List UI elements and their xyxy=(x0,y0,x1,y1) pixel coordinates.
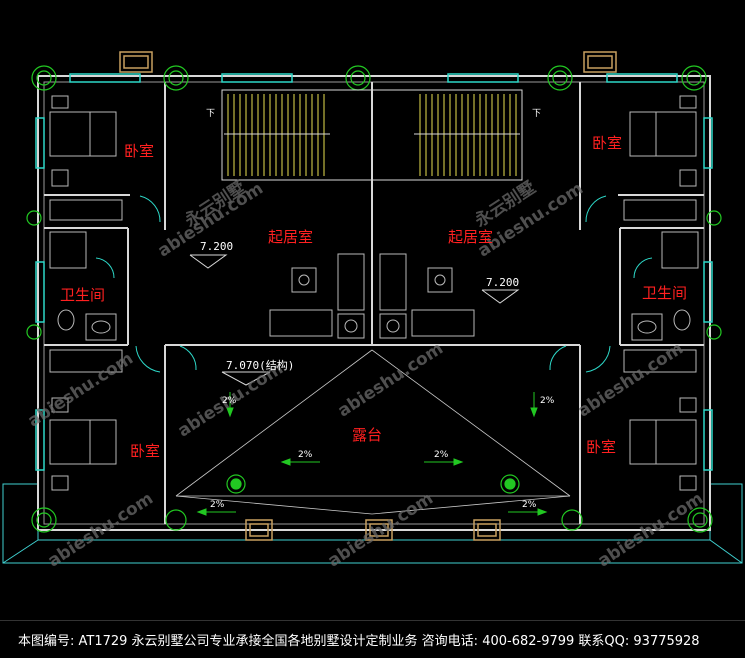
terrace-drainage xyxy=(175,349,571,515)
slope-label: 2% xyxy=(222,396,237,406)
slope-label: 2% xyxy=(540,396,555,406)
bedroom-furniture xyxy=(49,95,697,491)
stair-down-label: 下 xyxy=(532,109,542,119)
room-label-living: 起居室 xyxy=(448,228,494,246)
elevation-label: 7.200 xyxy=(200,240,234,253)
planters xyxy=(245,519,501,541)
stairs-right xyxy=(371,89,523,181)
room-label-bathroom: 卫生间 xyxy=(642,284,688,302)
bathroom-fixtures xyxy=(49,231,699,341)
room-label-bedroom: 卧室 xyxy=(592,134,623,152)
room-label-bedroom: 卧室 xyxy=(124,142,155,160)
elevation-label: 7.070(结构) xyxy=(226,359,295,372)
floor-plan xyxy=(2,51,743,564)
slope-label: 2% xyxy=(210,500,225,510)
room-label-bedroom: 卧室 xyxy=(586,438,617,456)
slope-label: 2% xyxy=(522,500,537,510)
room-label-living: 起居室 xyxy=(268,228,314,246)
slope-label: 2% xyxy=(434,450,449,460)
stairs-left xyxy=(221,89,373,181)
interior-walls xyxy=(44,82,704,524)
door-swings xyxy=(95,195,653,373)
top-vents xyxy=(119,51,617,73)
windows xyxy=(35,73,713,471)
room-label-bathroom: 卫生间 xyxy=(60,286,106,304)
elevation-label: 7.200 xyxy=(486,276,520,289)
living-furniture xyxy=(269,253,475,339)
slope-arrows xyxy=(196,392,548,516)
footer-text: 本图编号: AT1729 永云别墅公司专业承接全国各地别墅设计定制业务 咨询电话… xyxy=(18,634,700,649)
elevation-marks xyxy=(189,254,520,386)
slope-label: 2% xyxy=(298,450,313,460)
stair-down-label: 下 xyxy=(206,109,216,119)
footer-bar: 本图编号: AT1729 永云别墅公司专业承接全国各地别墅设计定制业务 咨询电话… xyxy=(0,620,745,658)
room-label-terrace: 露台 xyxy=(352,426,383,444)
room-label-bedroom: 卧室 xyxy=(130,442,161,460)
